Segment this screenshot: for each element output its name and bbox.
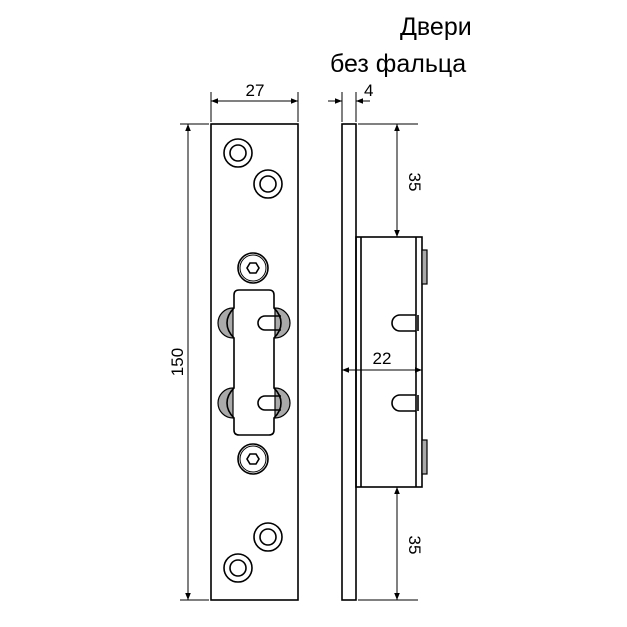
- hex-screw-icon: [237, 443, 269, 475]
- strike-plate-side: [341, 123, 428, 601]
- countersunk-hole-icon: [223, 553, 253, 583]
- dimension-label: 27: [246, 81, 265, 100]
- title-line-1: Двери: [400, 13, 472, 41]
- dimension-top-offset: 35: [358, 123, 424, 237]
- dimension-bottom-offset: 35: [358, 487, 424, 601]
- dimension-label: 150: [168, 348, 187, 376]
- countersunk-hole-icon: [253, 169, 283, 199]
- countersunk-hole-icon: [253, 522, 283, 552]
- dimension-height: 150: [168, 123, 209, 601]
- dimension-label: 35: [405, 173, 424, 192]
- dimension-label: 4: [364, 81, 373, 100]
- hex-screw-icon: [237, 252, 269, 284]
- keeper-cutout: [217, 289, 291, 436]
- dimension-depth: 22: [342, 349, 422, 373]
- dimension-width: 27: [210, 81, 299, 122]
- strike-plate-front: [210, 123, 299, 601]
- dimension-label: 35: [405, 536, 424, 555]
- dimension-label: 22: [373, 349, 392, 368]
- title-line-2: без фальца: [330, 50, 466, 78]
- countersunk-hole-icon: [223, 138, 253, 168]
- dimension-thickness: 4: [328, 81, 373, 122]
